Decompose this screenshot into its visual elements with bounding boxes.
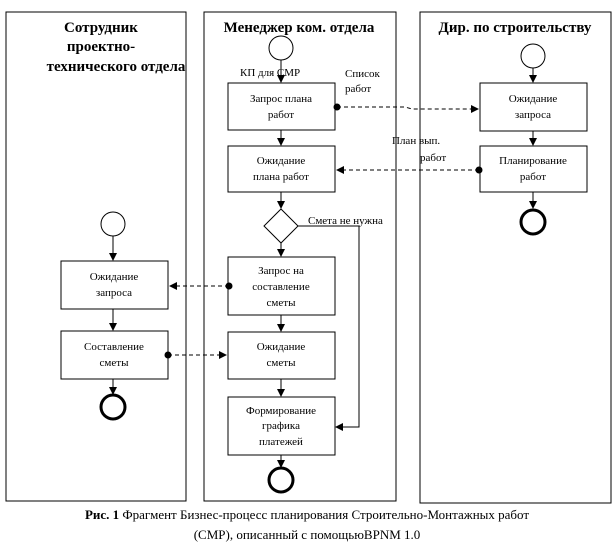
- figure-caption: Рис. 1 Фрагмент Бизнес-процесс планирова…: [0, 505, 614, 545]
- task-director-planning-line2: работ: [520, 171, 546, 183]
- task-wait-estimate-manager: [227, 331, 336, 380]
- flow-gateway-skip-estimate: [298, 225, 360, 431]
- task-engineer-make-estimate-line2: сметы: [100, 357, 130, 369]
- task-payment-schedule-line2: графика: [262, 420, 300, 432]
- caption-text-1: Фрагмент Бизнес-процесс планирования Стр…: [119, 507, 530, 522]
- task-payment-schedule-line1: Формирование: [246, 405, 316, 417]
- task-request-estimate: [227, 256, 336, 316]
- task-wait-plan: [227, 145, 336, 193]
- caption-line-1: Рис. 1 Фрагмент Бизнес-процесс планирова…: [0, 505, 614, 525]
- caption-text-2: (СМР), описанный с помощьюBPNM 1.0: [193, 527, 421, 542]
- lane-engineer-title-2: проектно-: [67, 39, 135, 55]
- task-wait-estimate-manager-line1: Ожидание: [257, 341, 306, 353]
- lane-manager-title: Менеджер ком. отдела: [224, 20, 375, 36]
- task-request-estimate-line1: Запрос на: [258, 265, 304, 277]
- lane-manager: [203, 11, 397, 502]
- lane-director-title: Дир. по строительству: [439, 20, 592, 36]
- task-request-estimate-line2: составление: [252, 281, 310, 293]
- director-end-event: [519, 208, 547, 236]
- task-engineer-make-estimate: [60, 330, 169, 380]
- director-start-event: [520, 43, 546, 69]
- task-request-plan-line1: Запрос плана: [250, 93, 312, 105]
- manager-end-event: [267, 466, 295, 494]
- task-director-wait-request-line1: Ожидание: [509, 93, 558, 105]
- caption-prefix: Рис. 1: [84, 507, 120, 522]
- label-work-list-2: работ: [345, 83, 371, 95]
- task-director-planning-line1: Планирование: [499, 155, 567, 167]
- label-no-estimate: Смета не нужна: [308, 215, 383, 227]
- engineer-end-event: [99, 393, 127, 421]
- task-request-plan: [227, 82, 336, 131]
- lane-director: [419, 11, 612, 504]
- task-payment-schedule: [227, 396, 336, 456]
- label-plan-done-1: План вып.: [392, 135, 440, 147]
- task-payment-schedule-line3: платежей: [259, 436, 303, 448]
- msg-flow-request-plan: [337, 105, 479, 113]
- task-director-planning: [479, 145, 588, 193]
- lane-engineer-title-1: Сотрудник: [64, 20, 138, 36]
- task-wait-plan-line1: Ожидание: [257, 155, 306, 167]
- gateway-estimate-needed: [263, 208, 299, 244]
- task-engineer-wait-request-line1: Ожидание: [90, 271, 139, 283]
- label-work-list-1: Список: [345, 68, 380, 80]
- task-engineer-make-estimate-line1: Составление: [84, 341, 144, 353]
- task-request-estimate-line3: сметы: [267, 297, 297, 309]
- manager-start-event: [268, 35, 294, 61]
- task-director-wait-request: [479, 82, 588, 132]
- task-wait-plan-line2: плана работ: [253, 171, 309, 183]
- engineer-start-event: [100, 211, 126, 237]
- label-plan-done-2: работ: [420, 152, 446, 164]
- task-wait-estimate-manager-line2: сметы: [267, 357, 297, 369]
- label-kp: КП для СМР: [240, 67, 300, 79]
- lane-engineer-title-3: технического отдела: [47, 59, 186, 75]
- task-request-plan-line2: работ: [268, 109, 294, 121]
- task-engineer-wait-request-line2: запроса: [96, 287, 132, 299]
- task-engineer-wait-request: [60, 260, 169, 310]
- lane-engineer: [5, 11, 187, 502]
- task-director-wait-request-line2: запроса: [515, 109, 551, 121]
